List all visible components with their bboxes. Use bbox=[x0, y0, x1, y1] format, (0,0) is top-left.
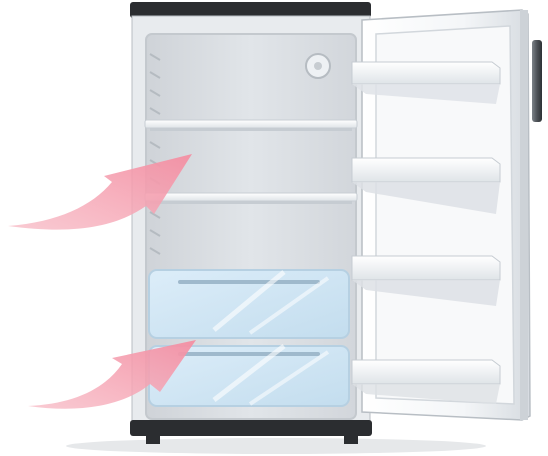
cabinet-foot-right bbox=[344, 436, 358, 444]
crisper-drawer bbox=[149, 270, 349, 338]
interior-shelf bbox=[145, 193, 357, 204]
floor-shadow bbox=[66, 438, 486, 454]
door-handle bbox=[532, 40, 542, 122]
interior-shelf bbox=[145, 120, 357, 131]
cabinet-foot-left bbox=[146, 436, 160, 444]
cabinet-base bbox=[130, 420, 372, 436]
thermostat-dial-center bbox=[314, 62, 322, 70]
door-edge bbox=[520, 10, 528, 420]
